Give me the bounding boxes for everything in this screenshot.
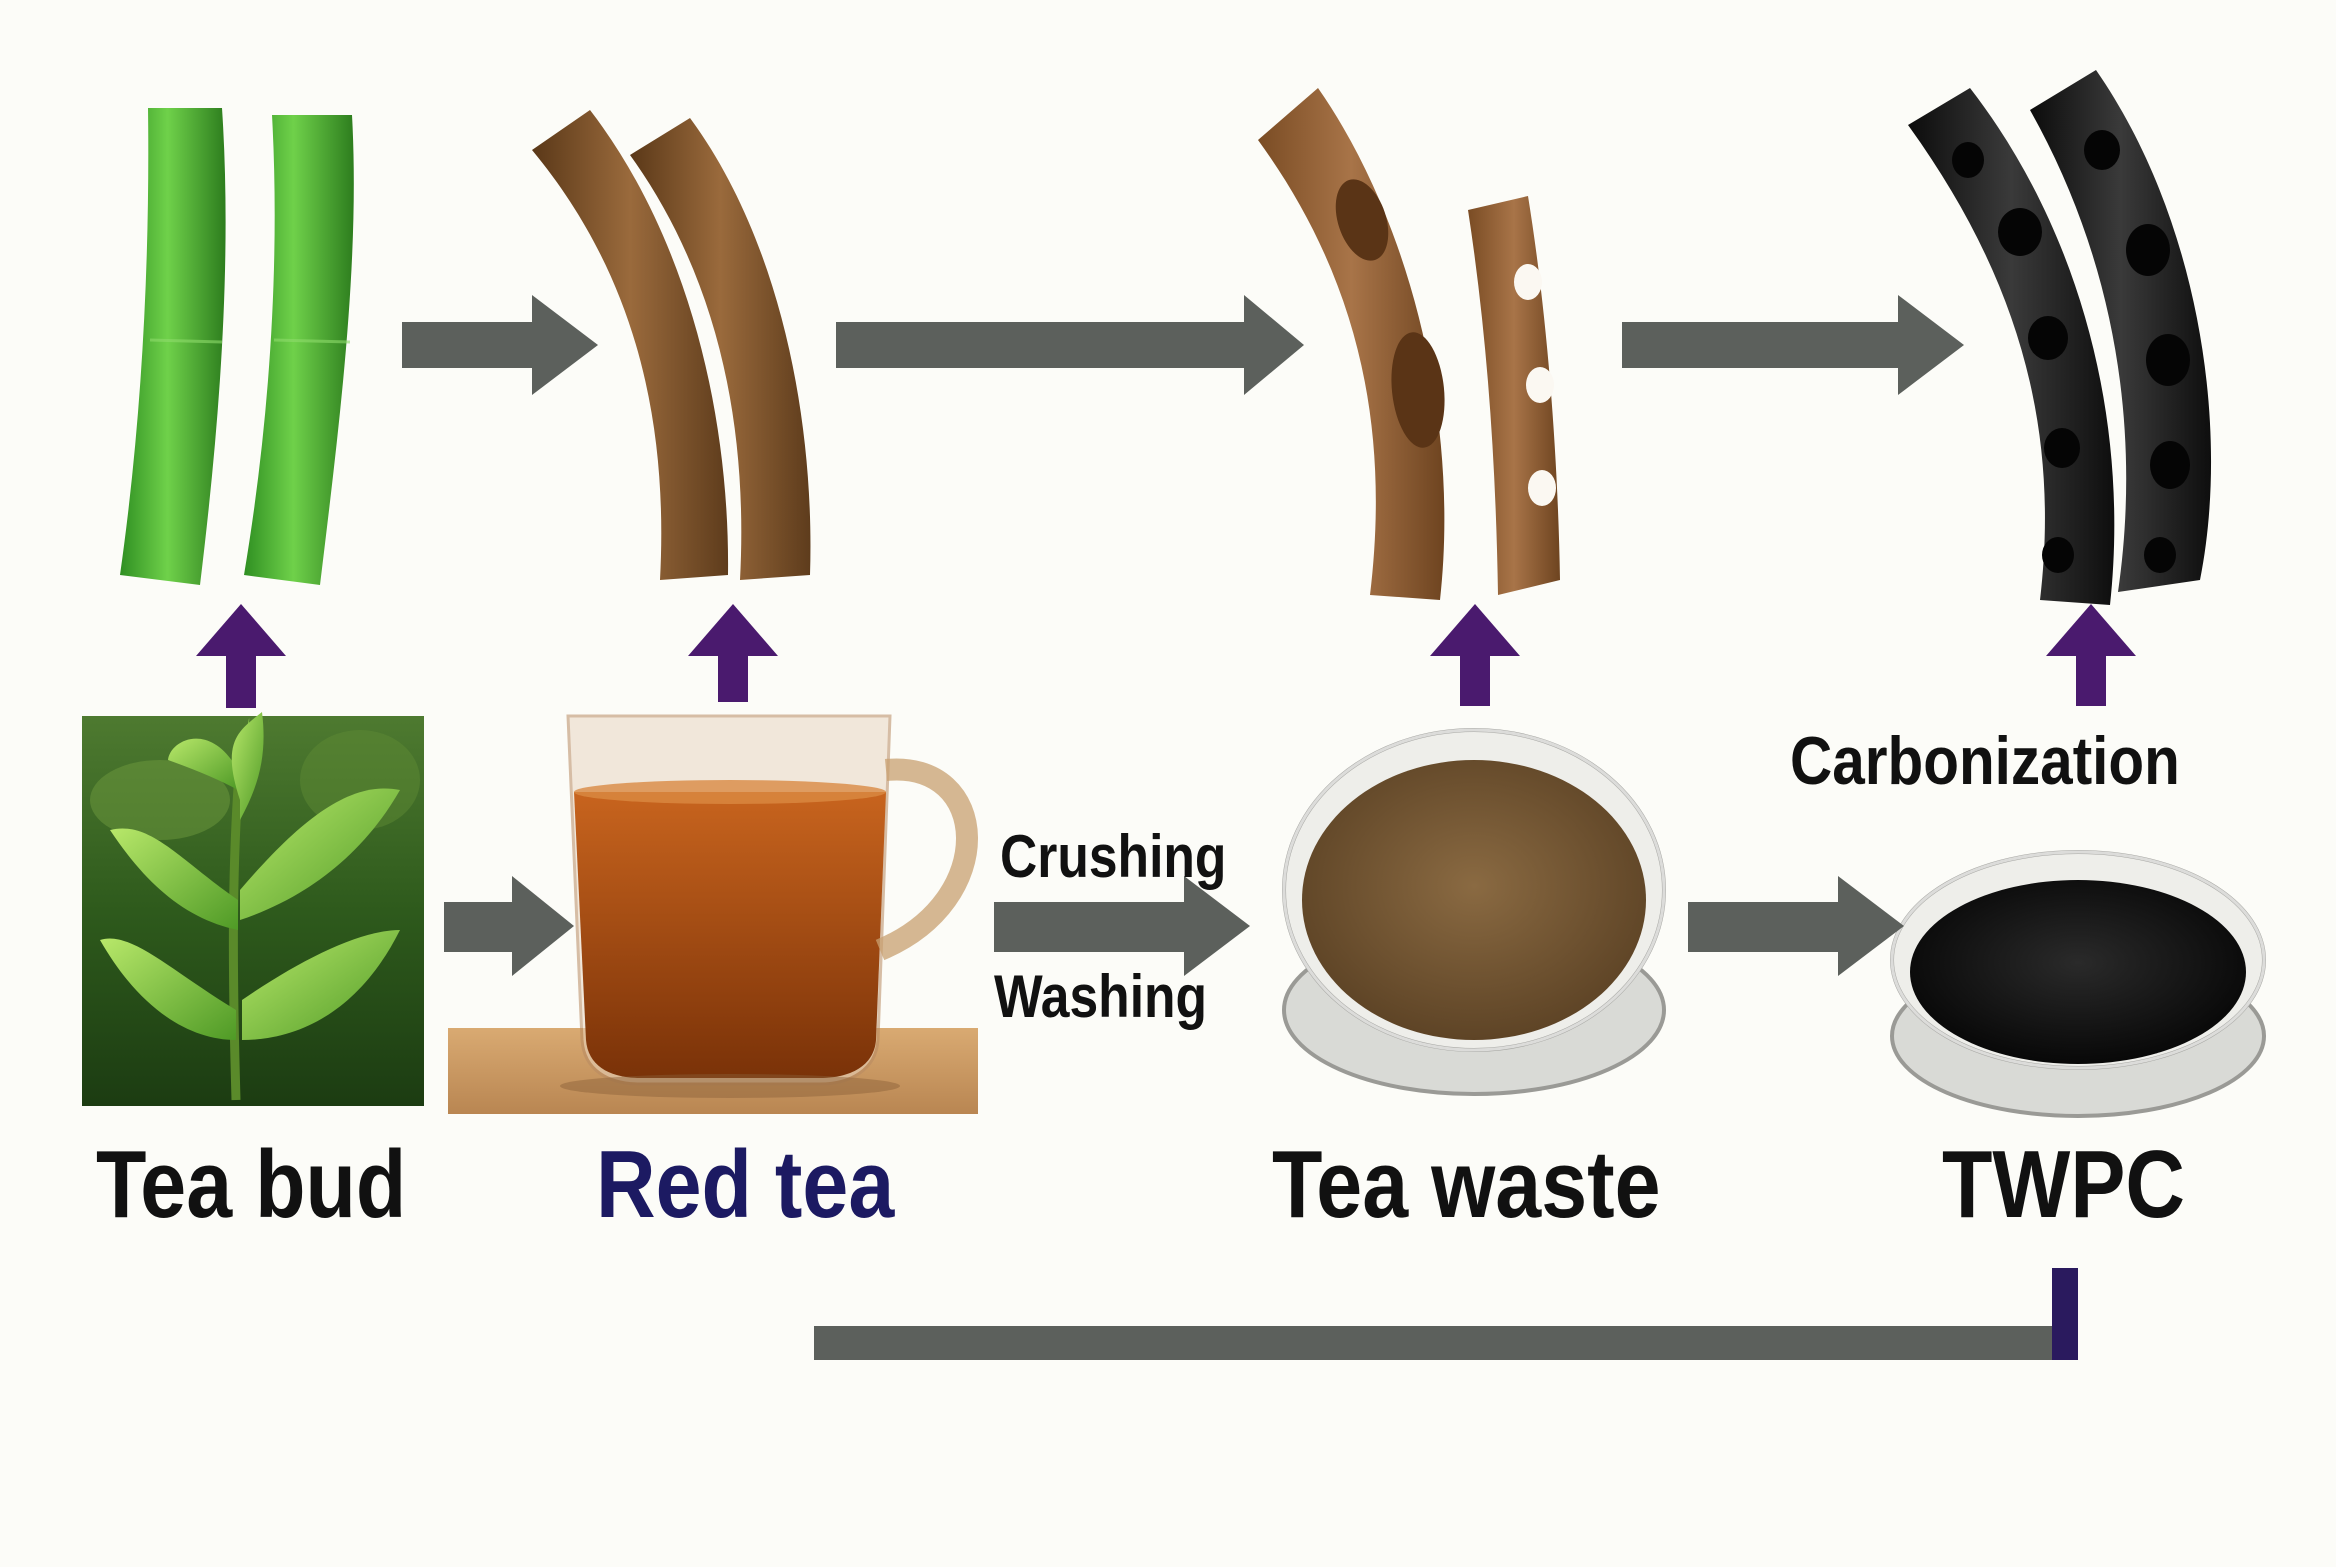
label-crushing: Crushing — [1000, 823, 1227, 890]
label-twpc: TWPC — [1942, 1131, 2186, 1238]
bottom-bracket-bar — [814, 1268, 2078, 1360]
tea-leaf-photo — [82, 712, 424, 1106]
flow-arrow-mid-2 — [994, 876, 1250, 976]
flow-arrow-top-3 — [1622, 295, 1964, 395]
green-fibers — [120, 108, 354, 585]
flow-arrow-top-2 — [836, 295, 1304, 395]
up-arrow-tea-bud — [196, 604, 286, 708]
brown-fibers — [532, 110, 811, 580]
up-arrow-red-tea — [688, 604, 778, 702]
flow-arrow-mid-3 — [1688, 876, 1904, 976]
label-carbonization: Carbonization — [1790, 723, 2180, 799]
porous-brown-fibers — [1258, 88, 1560, 600]
petri-dish-carbon — [1890, 850, 2266, 1118]
label-washing: Washing — [994, 963, 1208, 1030]
tea-cup-photo — [448, 714, 978, 1114]
label-tea-waste: Tea waste — [1272, 1131, 1661, 1238]
flow-arrow-top-1 — [402, 295, 598, 395]
up-arrow-twpc — [2046, 604, 2136, 706]
label-red-tea: Red tea — [596, 1131, 895, 1238]
flow-arrow-mid-1 — [444, 876, 574, 976]
porous-carbon-fibers — [1908, 70, 2212, 605]
up-arrow-tea-waste — [1430, 604, 1520, 706]
label-tea-bud: Tea bud — [96, 1131, 407, 1238]
petri-dish-powder — [1282, 728, 1666, 1096]
